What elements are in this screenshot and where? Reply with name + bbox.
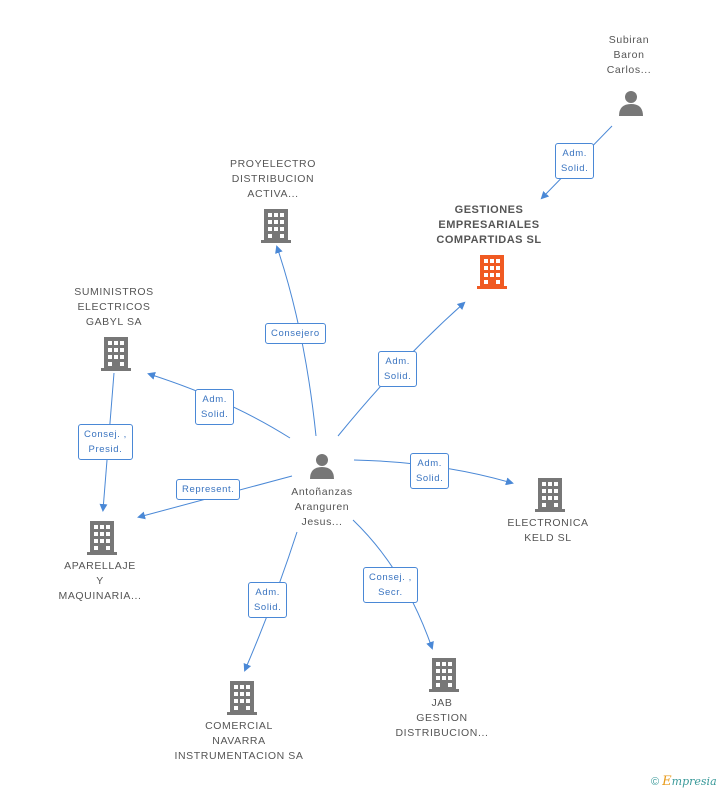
node-label-line: EMPRESARIALES [438, 219, 540, 231]
edge-badge-line: Adm. [385, 356, 410, 367]
node-label-line: GESTION [416, 712, 468, 724]
node-label-line: INSTRUMENTACION SA [174, 750, 304, 762]
brand-initial: E [662, 774, 672, 789]
edge-badge-line: Solid. [416, 473, 444, 484]
empresia-logo: © Empresia [651, 774, 717, 789]
edge-badge-line: Adm. [417, 458, 442, 469]
node-label-comercial[interactable]: COMERCIAL NAVARRA INSTRUMENTACION SA [174, 719, 303, 764]
edge-badge-subiran-gestiones[interactable]: Adm. Solid. [555, 143, 595, 179]
node-label-gestiones[interactable]: GESTIONES EMPRESARIALES COMPARTIDAS SL [436, 203, 541, 248]
node-label-line: Jesus... [301, 516, 343, 528]
edge-badge-line: Secr. [378, 587, 403, 598]
node-label-line: ACTIVA... [247, 188, 299, 200]
edge-badge-line: Adm. [255, 587, 280, 598]
node-label-line: Subiran [608, 34, 650, 46]
edge-badge-line: Adm. [202, 394, 227, 405]
node-label-line: ELECTRONICA [507, 517, 589, 529]
edge-badge-center-gestiones[interactable]: Adm. Solid. [378, 351, 418, 387]
node-label-line: Y [96, 575, 104, 587]
person-icon[interactable] [308, 451, 336, 479]
node-label-line: ELECTRICOS [77, 301, 151, 313]
node-label-line: APARELLAJE [64, 560, 136, 572]
node-label-line: COMERCIAL [205, 720, 273, 732]
edge-badge-line: Solid. [201, 409, 229, 420]
edge-badge-center-comercial[interactable]: Adm. Solid. [248, 582, 288, 618]
building-icon[interactable] [428, 656, 460, 692]
edge-badge-center-jab[interactable]: Consej. , Secr. [363, 567, 418, 603]
node-label-line: Antoñanzas [291, 486, 353, 498]
node-label-center[interactable]: Antoñanzas Aranguren Jesus... [291, 485, 352, 530]
node-label-proyelectro[interactable]: PROYELECTRO DISTRIBUCION ACTIVA... [230, 157, 316, 202]
node-label-jab[interactable]: JAB GESTION DISTRIBUCION... [395, 696, 488, 741]
node-label-line: Baron [613, 49, 645, 61]
node-label-line: Aranguren [294, 501, 350, 513]
brand-rest: mpresia [671, 775, 717, 788]
edge-badge-line: Consejero [271, 328, 320, 339]
building-icon[interactable] [86, 519, 118, 555]
edge-badge-line: Solid. [384, 371, 412, 382]
node-label-line: MAQUINARIA... [58, 590, 142, 602]
edge-badge-center-suministros[interactable]: Adm. Solid. [195, 389, 235, 425]
edge-badge-suministros-aparellaje[interactable]: Consej. , Presid. [78, 424, 133, 460]
edge-badge-line: Solid. [254, 602, 282, 613]
node-label-line: GESTIONES [454, 204, 524, 216]
node-label-line: DISTRIBUCION... [395, 727, 489, 739]
node-label-subiran[interactable]: Subiran Baron Carlos... [607, 33, 652, 78]
node-label-line: Carlos... [606, 64, 652, 76]
edge-badge-center-electronica[interactable]: Adm. Solid. [410, 453, 450, 489]
building-icon[interactable] [226, 679, 258, 715]
node-label-line: PROYELECTRO [230, 158, 316, 170]
building-icon[interactable] [260, 207, 292, 243]
copyright-symbol: © [651, 776, 660, 788]
node-label-line: NAVARRA [212, 735, 266, 747]
node-label-electronica[interactable]: ELECTRONICA KELD SL [507, 516, 588, 546]
edge-badge-center-aparellaje[interactable]: Represent. [176, 479, 241, 500]
node-label-aparellaje[interactable]: APARELLAJE Y MAQUINARIA... [58, 559, 141, 604]
node-label-line: GABYL SA [85, 316, 143, 328]
node-label-line: SUMINISTROS [74, 286, 154, 298]
building-icon[interactable] [476, 253, 508, 289]
node-label-line: COMPARTIDAS SL [436, 234, 542, 246]
edge-badge-line: Presid. [88, 444, 123, 455]
edge-badge-line: Consej. , [84, 429, 127, 440]
edge-badge-line: Adm. [562, 148, 587, 159]
edge-badge-line: Consej. , [369, 572, 412, 583]
person-icon[interactable] [617, 88, 645, 116]
node-label-line: KELD SL [524, 532, 572, 544]
building-icon[interactable] [534, 476, 566, 512]
node-label-line: JAB [431, 697, 453, 709]
edge-badge-line: Represent. [182, 484, 235, 495]
node-label-line: DISTRIBUCION [231, 173, 315, 185]
edge-badge-line: Solid. [561, 163, 589, 174]
edge-badge-center-proyelectro[interactable]: Consejero [265, 323, 326, 344]
building-icon[interactable] [100, 335, 132, 371]
node-label-suministros[interactable]: SUMINISTROS ELECTRICOS GABYL SA [74, 285, 154, 330]
